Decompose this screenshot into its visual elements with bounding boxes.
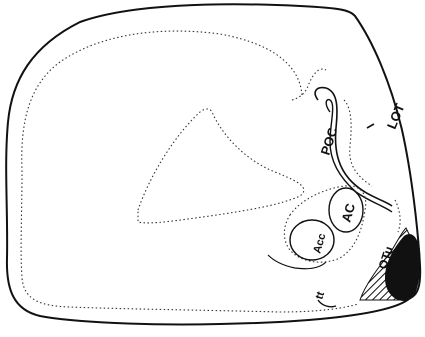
otu-dotted-loop: [395, 200, 400, 232]
inner-dotted-contour: [21, 31, 358, 312]
label-acc: Acc: [311, 232, 328, 255]
poc-dotted-layer: [344, 100, 372, 186]
label-lot: LOT: [384, 101, 408, 131]
black-lesion-area: [385, 234, 420, 301]
section-outline: [6, 4, 420, 324]
label-ac: AC: [338, 201, 358, 224]
central-dotted-region: [138, 109, 304, 223]
tt-mark: [318, 300, 336, 307]
acc-region: [290, 220, 334, 260]
upper-dotted-line: [292, 69, 326, 100]
label-tt: tt: [313, 290, 327, 301]
lot-pointer: [367, 124, 374, 128]
